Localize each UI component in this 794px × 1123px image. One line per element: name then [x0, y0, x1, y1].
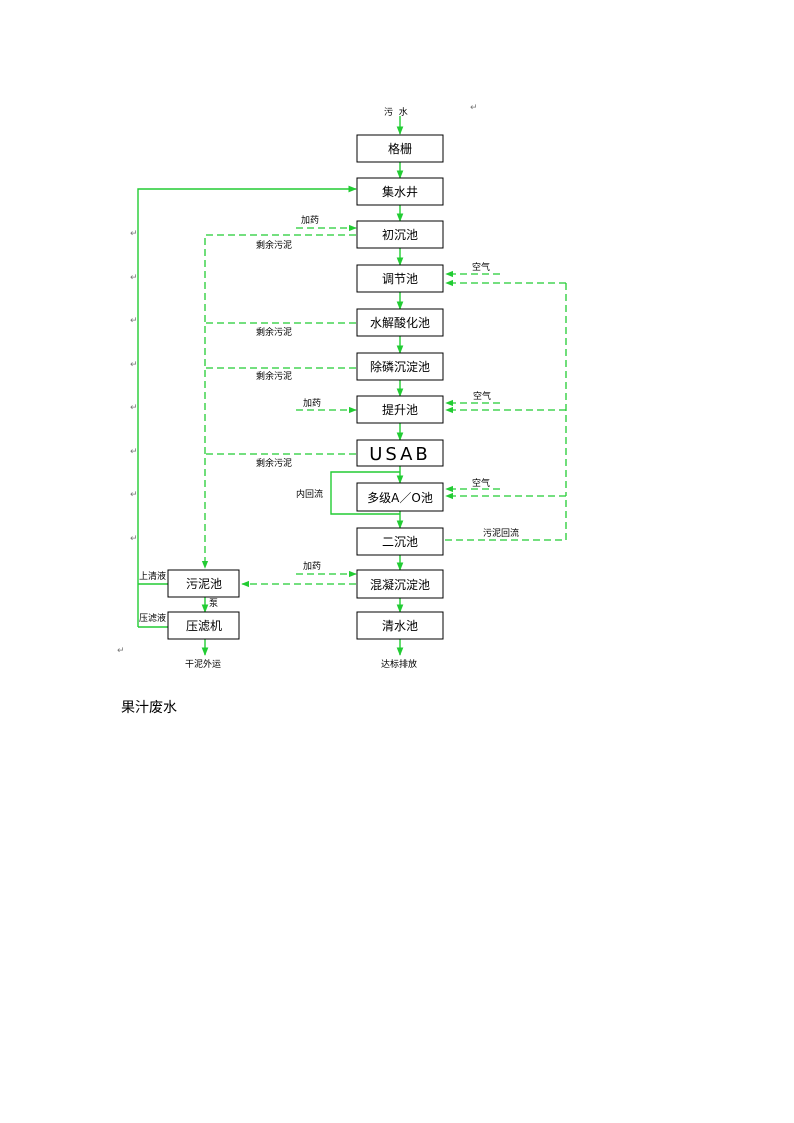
- regulate-label: 调节池: [382, 272, 418, 286]
- regulate-box: [356, 264, 444, 293]
- primary-box: [356, 220, 444, 249]
- return-mark: ↵: [470, 103, 478, 113]
- return-mark: ↵: [130, 447, 138, 457]
- press-label: 压滤机: [186, 619, 222, 633]
- coag-label: 混凝沉淀池: [370, 577, 430, 592]
- internal-return-label: 内回流: [296, 488, 323, 500]
- dashed-flow-lines: [201, 224, 567, 588]
- clear-label: 清水池: [382, 619, 418, 633]
- grille-box: [356, 134, 444, 163]
- air-label-1: 空气: [472, 261, 490, 273]
- dry-sludge-label: 干泥外运: [185, 658, 221, 670]
- lift-label: 提升池: [382, 402, 418, 417]
- return-mark: ↵: [130, 316, 138, 326]
- phosphorus-label: 除磷沉淀池: [370, 359, 430, 374]
- usab-box: [356, 439, 444, 467]
- excess-sludge-primary-line: [201, 234, 356, 569]
- internal-return-loop: [330, 471, 400, 515]
- well-label: 集水井: [382, 184, 418, 199]
- discharge-label: 达标排放: [381, 658, 417, 670]
- grille-label: 格栅: [388, 141, 412, 156]
- excess-sludge-label-3: 剩余污泥: [256, 370, 292, 382]
- dosing-label-3: 加药: [303, 561, 321, 572]
- hydrolysis-box: [356, 308, 444, 337]
- filtrate-label: 压滤液: [139, 612, 166, 624]
- excess-sludge-label-1: 剩余污泥: [256, 239, 292, 251]
- return-mark: ↵: [117, 646, 125, 656]
- coag-box: [356, 569, 444, 599]
- source-label: 污 水: [384, 106, 408, 118]
- return-mark: ↵: [130, 229, 138, 239]
- excess-sludge-label-4: 剩余污泥: [256, 457, 292, 469]
- usab-label: USAB: [369, 444, 431, 465]
- return-mark: ↵: [130, 273, 138, 283]
- solid-flow-lines: [137, 116, 404, 656]
- return-mark: ↵: [130, 534, 138, 544]
- dosing-label-1: 加药: [301, 215, 319, 226]
- well-box: [356, 177, 444, 206]
- primary-label: 初沉池: [382, 228, 418, 242]
- process-boxes: [167, 134, 444, 640]
- sludge-box: [167, 569, 240, 598]
- sludge-return-label: 污泥回流: [483, 527, 519, 539]
- pump-label: 泵: [209, 598, 218, 609]
- press-box: [167, 611, 240, 640]
- return-mark: ↵: [130, 490, 138, 500]
- sludge-return-line: [445, 496, 567, 541]
- air-label-2: 空气: [473, 390, 491, 402]
- supernatant-label: 上清液: [139, 570, 166, 582]
- supernatant-return-line: [137, 185, 357, 627]
- secondary-box: [356, 527, 444, 556]
- return-mark: ↵: [130, 360, 138, 370]
- caption-text: 果汁废水: [121, 700, 177, 716]
- phosphorus-box: [356, 352, 444, 381]
- return-mark: ↵: [130, 403, 138, 413]
- sludge-label: 污泥池: [186, 577, 222, 591]
- hydrolysis-label: 水解酸化池: [370, 315, 430, 330]
- clear-box: [356, 611, 444, 640]
- air-label-3: 空气: [472, 477, 490, 489]
- ao-box: [356, 482, 444, 512]
- dosing-label-2: 加药: [303, 398, 321, 409]
- lift-box: [356, 395, 444, 424]
- ao-label: 多级A／O池: [367, 491, 433, 505]
- excess-sludge-label-2: 剩余污泥: [256, 326, 292, 338]
- secondary-label: 二沉池: [382, 535, 418, 549]
